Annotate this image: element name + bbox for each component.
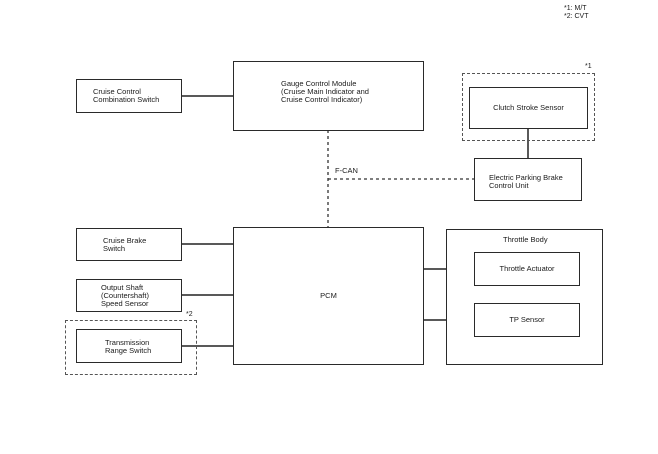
pcm: PCM — [233, 227, 424, 365]
transmission-range-switch-label: Transmission Range Switch — [105, 338, 152, 355]
throttle-actuator-label: Throttle Actuator — [499, 264, 555, 273]
clutch-stroke-sensor: Clutch Stroke Sensor — [469, 87, 588, 129]
clutch-stroke-sensor-label: Clutch Stroke Sensor — [493, 103, 564, 112]
throttle-actuator: Throttle Actuator — [474, 252, 580, 286]
gauge-control-module: Gauge Control Module (Cruise Main Indica… — [233, 61, 424, 131]
cruise-control-combination-switch: Cruise Control Combination Switch — [76, 79, 182, 113]
throttle-body-label: Throttle Body — [503, 235, 548, 244]
pcm-label: PCM — [320, 291, 337, 300]
cruise-control-combination-switch-label: Cruise Control Combination Switch — [93, 87, 160, 104]
cvt-note: *2 — [186, 311, 193, 318]
electric-parking-brake-control-unit: Electric Parking Brake Control Unit — [474, 158, 582, 201]
fcan-label: F-CAN — [335, 166, 358, 175]
cvt-only-group — [65, 320, 197, 375]
tp-sensor: TP Sensor — [474, 303, 580, 337]
output-shaft-speed-sensor: Output Shaft (Countershaft) Speed Sensor — [76, 279, 182, 312]
tp-sensor-label: TP Sensor — [509, 315, 545, 324]
mt-only-group — [462, 73, 595, 141]
electric-parking-brake-control-unit-label: Electric Parking Brake Control Unit — [489, 173, 563, 190]
mt-note: *1 — [585, 63, 592, 70]
gauge-control-module-label: Gauge Control Module (Cruise Main Indica… — [281, 79, 369, 104]
cruise-brake-switch: Cruise Brake Switch — [76, 228, 182, 261]
throttle-body: Throttle Body — [446, 229, 603, 365]
legend-text: *1: M/T *2: CVT — [564, 5, 589, 20]
cruise-brake-switch-label: Cruise Brake Switch — [103, 236, 147, 253]
output-shaft-speed-sensor-label: Output Shaft (Countershaft) Speed Sensor — [101, 283, 149, 308]
transmission-range-switch: Transmission Range Switch — [76, 329, 182, 363]
